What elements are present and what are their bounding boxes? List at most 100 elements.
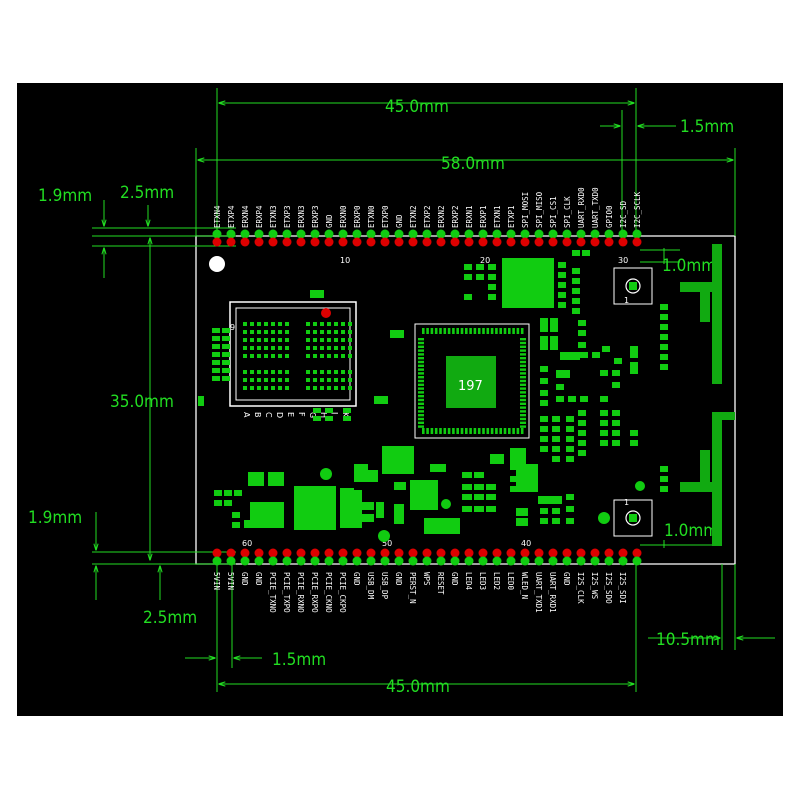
bottom-pin-label: 5VIN (226, 572, 235, 590)
smd-pad (430, 464, 446, 472)
soc-pad (418, 410, 424, 413)
smd-pad (566, 518, 574, 524)
bga-ball (348, 346, 352, 350)
bottom-pin-label: GND (240, 572, 249, 586)
top-pin-red (492, 237, 502, 247)
bga-ball (341, 322, 345, 326)
soc-pad (520, 357, 526, 360)
smd-pad (578, 330, 586, 336)
smd-pad (394, 482, 406, 490)
bga-ball (306, 354, 310, 358)
bottom-pin-red (534, 548, 544, 558)
bga-ball (306, 386, 310, 390)
top-pin-red (576, 237, 586, 247)
bga-row-label: H (319, 412, 328, 418)
bga-ball (243, 346, 247, 350)
soc-pad (465, 428, 468, 434)
soc-pad (503, 328, 507, 334)
smd-pad (510, 476, 518, 482)
soc-pad (447, 428, 451, 434)
bga-ball (313, 386, 317, 390)
top-pin-pad (450, 229, 460, 239)
bga-ball (341, 378, 345, 382)
soc-pad (520, 379, 526, 383)
bottom-pin-red (548, 548, 558, 558)
soc-pad (426, 328, 429, 334)
smd-pad (362, 514, 374, 522)
bga-ball (243, 354, 247, 358)
smd-pad (540, 318, 548, 332)
bga-ball (250, 330, 254, 334)
smd-pad (630, 440, 638, 446)
smd-pad (346, 490, 362, 528)
top-pin-red (366, 237, 376, 247)
smd-pad (602, 346, 610, 352)
soc-pad (512, 328, 515, 334)
bga-ball (306, 330, 310, 334)
bga-ball (285, 346, 289, 350)
bga-ball (264, 330, 268, 334)
soc-pad (434, 428, 438, 434)
smd-pad (568, 396, 576, 402)
bga-ball (313, 338, 317, 342)
top-pin-label: ERXP1 (479, 205, 488, 228)
bga-ball (341, 354, 345, 358)
bottom-pin-label: I2S_SDO (604, 572, 613, 604)
smd-pad (222, 360, 230, 365)
top-pin-label: SPI_MOSI (521, 192, 530, 228)
top-pin-label: ETXN2 (409, 205, 418, 228)
soc-pad (520, 338, 526, 341)
top-pin-pad (254, 229, 264, 239)
bottom-pin-red (380, 548, 390, 558)
bga-ball (250, 370, 254, 374)
bottom-pin-pad (520, 556, 530, 566)
smd-pad (540, 366, 548, 372)
top-pin-red (618, 237, 628, 247)
smd-pad (362, 502, 374, 510)
top-pin-pad (380, 229, 390, 239)
bottom-pin-red (618, 548, 628, 558)
bga-ball (278, 346, 282, 350)
top-pin-label: ERXN0 (339, 205, 348, 228)
bottom-pin-label: RESET (436, 572, 445, 595)
soc-pad (520, 414, 526, 417)
soc-pad (418, 383, 424, 386)
top-pin-label: ETXN4 (213, 205, 222, 228)
smd-pad (364, 470, 378, 482)
smd-pad (550, 318, 558, 332)
soc-pad (456, 328, 459, 334)
top-pin-red (450, 237, 460, 247)
bottom-pin-label: LED3 (478, 572, 487, 590)
bottom-pin-label: PCIE_CKPO (338, 572, 347, 613)
bga-ball (243, 386, 247, 390)
top-pin-label: ERXP0 (353, 205, 362, 228)
smd-pad (566, 446, 574, 452)
top-pin-label: GND (325, 214, 334, 228)
smd-pad (552, 456, 560, 462)
smd-pad (572, 308, 580, 314)
bottom-pin-pad (478, 556, 488, 566)
bottom-pin-red (254, 548, 264, 558)
smd-pad (222, 336, 230, 341)
bottom-pin-label: GND (562, 572, 571, 586)
bga-ball (264, 378, 268, 382)
top-pin-label: ERXN1 (465, 205, 474, 228)
dim-left-2-5-top: 2.5mm (120, 183, 174, 203)
bga-ball (264, 354, 268, 358)
pin-number-40: 40 (521, 539, 531, 548)
bga-ball (327, 322, 331, 326)
bga-ball (320, 354, 324, 358)
smd-pad (572, 250, 580, 256)
top-pin-pad (310, 229, 320, 239)
soc-pad (418, 414, 424, 417)
bottom-pin-red (282, 548, 292, 558)
smd-pad (212, 368, 220, 373)
top-pin-red (548, 237, 558, 247)
soc-pad (460, 428, 464, 434)
soc-pad (520, 398, 526, 402)
smd-pad (325, 416, 333, 421)
bottom-pin-red (590, 548, 600, 558)
bottom-pin-red (352, 548, 362, 558)
top-pin-label: I2C_SD (619, 200, 628, 228)
bottom-pin-row (212, 548, 642, 566)
